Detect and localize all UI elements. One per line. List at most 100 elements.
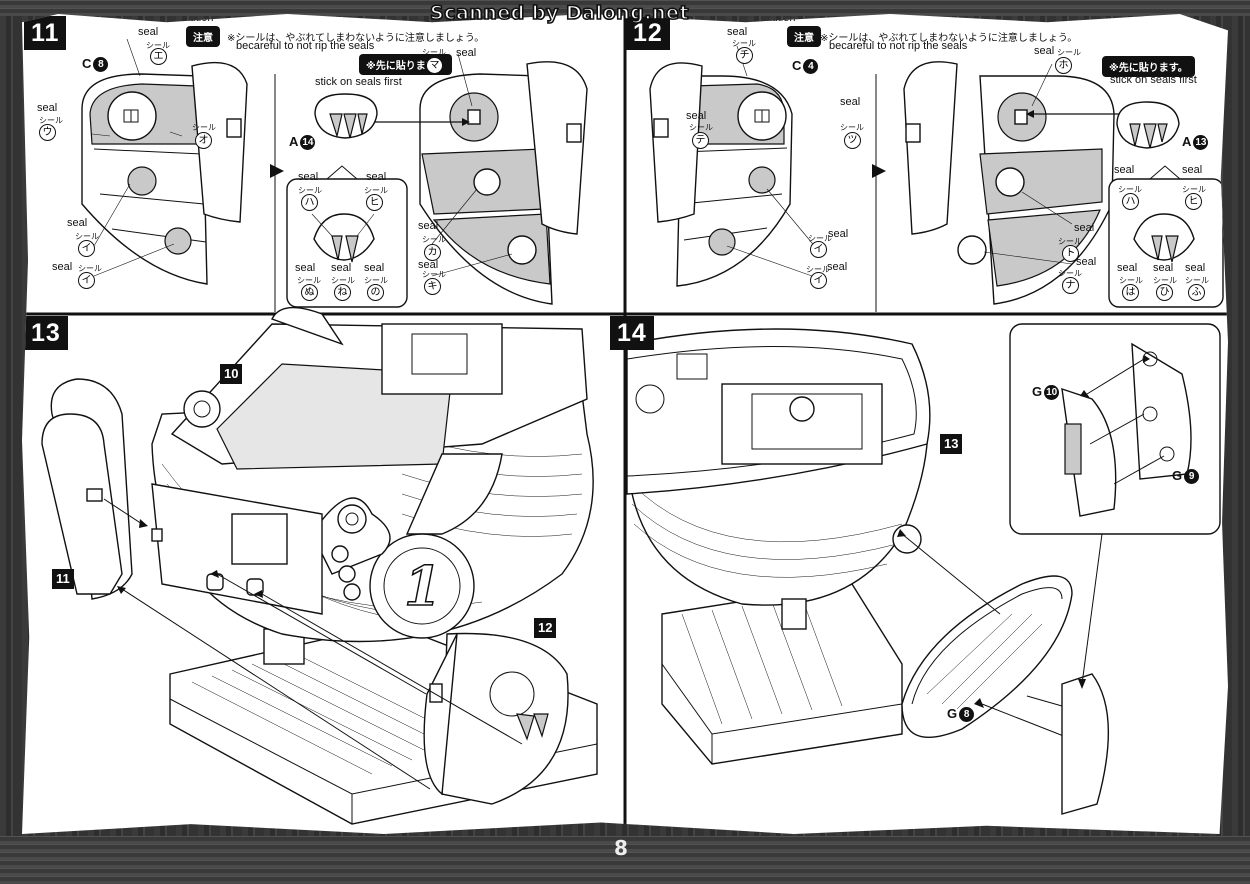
step12-seal-to-jp: シール [1058, 237, 1082, 246]
step12-seal-chi-label: seal [727, 26, 748, 38]
step11-inset-seal-no: の [367, 284, 384, 301]
step11-seal-ka-label: seal [418, 220, 439, 232]
step11-seal-e-jp: シール [146, 41, 170, 50]
step12-first-en: stick on seals first [1110, 74, 1197, 86]
step12-caution-jp: ※シールは、やぶれてしまわないように注意しましょう。 [820, 33, 1078, 44]
step11-seal-ki: キ [424, 278, 441, 295]
step11-seal-i2-label: seal [52, 261, 73, 273]
step12-seal-tsu-jp: シール [840, 123, 864, 132]
step11-seal-i1-label: seal [67, 217, 88, 229]
step11-inset-seal-no-label: seal [364, 262, 385, 274]
page-number: 8 [614, 836, 628, 860]
step11-seal-i1-jp: シール [75, 232, 99, 241]
step13-ref-body: 10 [220, 364, 243, 384]
step11-seal-ka-jp: シール [422, 235, 446, 244]
step11-seal-o-jp: シール [192, 123, 216, 132]
step11-seal-i2: イ [78, 272, 95, 289]
step11-inset-seal-ne: ね [334, 284, 351, 301]
step13-right-part [210, 570, 569, 805]
step12-inset-seal-hi2: ひ [1156, 284, 1173, 301]
step12-inset-seal-hi: ヒ [1185, 193, 1202, 210]
step12-seal-na: ナ [1062, 277, 1079, 294]
step11-caution-sub: becareful to not rip the seals [236, 40, 375, 52]
step11-inset-seal-no-jp: シール [364, 276, 388, 285]
step14-ship [626, 328, 931, 765]
step11-seal-i1: イ [78, 240, 95, 257]
step12-inset-seal-wa: は [1122, 284, 1139, 301]
step12-inset-seal-wa-label: seal [1117, 262, 1138, 274]
step12-seal-i2-jp: シール [806, 265, 830, 274]
step12-inset-seal-ha-jp: シール [1118, 185, 1142, 194]
step11-seal-ma-jp: シール [422, 48, 446, 57]
step12-caution-sub: becareful to not rip the seals [829, 40, 968, 52]
step12-shield-left [649, 45, 818, 287]
step-14-number: 14 [610, 316, 654, 350]
step12-seal-tsu: ツ [844, 132, 861, 149]
step13-ref-right: 12 [534, 618, 557, 638]
step12-seal-chi: チ [736, 47, 753, 64]
step11-inset-seal-hi-jp: シール [364, 186, 388, 195]
step11-caution-tag: 注意 [186, 26, 220, 47]
step11-seal-ma: マ [426, 57, 443, 74]
diagram-canvas [22, 14, 1228, 834]
step12-seal-te-jp: シール [689, 123, 713, 132]
step12-seal-i2-label: seal [827, 261, 848, 273]
step11-shield-left [81, 38, 248, 285]
step11-seal-ma-label: seal [456, 47, 477, 59]
step-13-number: 13 [24, 316, 68, 350]
step11-inset-seal-ne-label: seal [331, 262, 352, 274]
step12-inset [1108, 165, 1224, 308]
step12-seal-to: ト [1062, 245, 1079, 262]
step11-inset-seal-hi: ヒ [366, 194, 383, 211]
step12-inset-seal-fu: ふ [1188, 284, 1205, 301]
step11-seal-e-label: seal [138, 26, 159, 38]
step12-seal-na-jp: シール [1058, 269, 1082, 278]
step14-side-panel [897, 529, 1085, 745]
step11-part-a-figure [314, 93, 378, 139]
step11-flow-arrow [270, 164, 284, 178]
step13-left-part [41, 378, 431, 790]
step12-seal-na-label: seal [1076, 256, 1097, 268]
step12-seal-tsu-label: seal [840, 96, 861, 108]
step14-bottom-plate [1026, 673, 1109, 815]
step11-inset-seal-nu-jp: シール [297, 276, 321, 285]
step11-seal-u-label: seal [37, 102, 58, 114]
step12-shield-right [903, 61, 1130, 305]
step11-inset-seal-ha: ハ [301, 194, 318, 211]
step12-inset-seal-fu-jp: シール [1185, 276, 1209, 285]
step12-flow-arrow [872, 164, 886, 178]
step11-inset [286, 165, 408, 308]
step12-seal-to-label: seal [1074, 222, 1095, 234]
step12-inset-seal-hi2-jp: シール [1153, 276, 1177, 285]
step11-seal-u: ウ [39, 124, 56, 141]
step12-seal-ho-jp: シール [1057, 48, 1081, 57]
step11-inset-seal-ha-jp: シール [298, 186, 322, 195]
scan-watermark: Scanned by Dalong.net [429, 1, 690, 25]
step11-inset-seal-ne-jp: シール [331, 276, 355, 285]
step11-inset-seal-nu: ぬ [301, 284, 318, 301]
step12-seal-i1: イ [810, 241, 827, 258]
step14-inset [1009, 323, 1221, 689]
instruction-page: 11 12 13 14 caution 注意 ※シールは、やぶれてしまわないよう… [22, 14, 1228, 834]
step12-caution-tag: 注意 [787, 26, 821, 47]
bottom-plank [0, 836, 1250, 884]
step11-inset-seal-nu-label: seal [295, 262, 316, 274]
step12-seal-i1-jp: シール [808, 234, 832, 243]
step12-seal-te: テ [692, 132, 709, 149]
step12-part-a-figure [1116, 101, 1180, 149]
step11-inset-seal-ha-label: seal [298, 171, 319, 183]
step12-inset-seal-wa-jp: シール [1119, 276, 1143, 285]
step12-inset-seal-hi2-label: seal [1153, 262, 1174, 274]
step11-seal-ki-jp: シール [422, 270, 446, 279]
step12-inset-seal-ha-label: seal [1114, 164, 1135, 176]
step12-seal-i1-label: seal [828, 228, 849, 240]
step11-seal-o: オ [195, 132, 212, 149]
top-plank [0, 0, 1250, 16]
